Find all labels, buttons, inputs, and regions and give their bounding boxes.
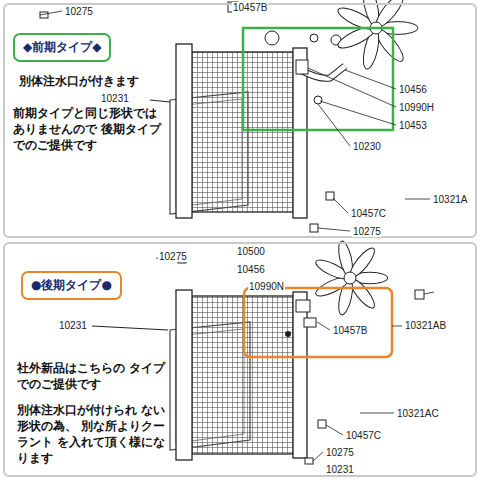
illustration-part: [310, 34, 318, 42]
callout-number: 10990N: [248, 281, 285, 292]
illustration-part: [345, 70, 396, 89]
illustration-part: [265, 31, 279, 45]
illustration-part: [293, 292, 307, 458]
note-text: 別体注水口が付きます: [19, 73, 169, 89]
illustration-part: [296, 300, 310, 312]
illustration-part: [344, 272, 356, 284]
illustration-part: [333, 198, 348, 213]
illustration-part: [415, 290, 424, 299]
illustration-part: [176, 44, 192, 218]
callout-number: 10457C: [350, 208, 387, 219]
callout-number: 10457B: [232, 2, 268, 13]
illustration-part: [326, 425, 343, 435]
type-tag: ●後期タイプ●: [21, 271, 122, 300]
type-panel: 社外新品はこちらの タイプでのご提供です別体注水口が付けられ ない形状の為、 別…: [3, 242, 477, 477]
note-text: 社外新品はこちらの タイプでのご提供です: [17, 360, 169, 392]
illustration-part: [313, 240, 387, 316]
callout-number: 10231: [100, 93, 130, 104]
illustration-part: [40, 11, 62, 15]
callout-number: 10231: [325, 464, 355, 475]
illustration-part: [335, 0, 418, 70]
note-text: 前期タイプと同じ形状では ありませんので 後期タイプでのご提供です: [13, 105, 165, 153]
callout-number: 10453: [398, 120, 428, 131]
type-tag: ◆前期タイプ◆: [13, 33, 111, 62]
callout-number: 10275: [158, 251, 188, 262]
illustration-part: [392, 326, 402, 327]
illustration-part: [424, 292, 434, 294]
callout-number: 10275: [64, 6, 94, 17]
highlight-box: [243, 28, 393, 130]
illustration-part: [176, 290, 192, 460]
callout-number: 10321A: [432, 194, 468, 205]
illustration-part: [285, 331, 291, 337]
illustration-part: [92, 326, 168, 330]
callout-number: 10275: [352, 226, 382, 237]
callout-number: 10321AC: [396, 408, 440, 419]
illustration-part: [318, 104, 350, 146]
callout-number: 10457C: [345, 430, 382, 441]
illustration-part: [310, 224, 318, 232]
illustration-part: [318, 228, 350, 231]
illustration-part: [313, 452, 323, 461]
callout-number: 10990H: [398, 102, 435, 113]
illustration-part: [293, 48, 307, 218]
callout-number: 10231: [58, 320, 88, 331]
callout-number: 10321AB: [404, 320, 447, 331]
illustration-part: [360, 413, 394, 414]
callout-number: 10456: [398, 84, 428, 95]
illustration-part: [326, 192, 334, 200]
callout-number: 10275: [325, 447, 355, 458]
illustration-part: [314, 96, 322, 104]
highlight-box: [244, 288, 392, 357]
illustration-part: [305, 458, 313, 464]
type-label: ◆前期タイプ◆: [23, 40, 101, 54]
illustration-part: [150, 100, 170, 102]
illustration-part: [318, 420, 326, 428]
callout-number: 10230: [352, 141, 382, 152]
illustration-part: [190, 296, 295, 454]
illustration-part: [317, 322, 330, 330]
note-text: 別体注水口が付けられ ない形状の為、 別な所よりクーラント を入れて頂く様になり…: [17, 402, 169, 466]
callout-number: 10500: [236, 246, 266, 257]
type-label: ●後期タイプ●: [31, 278, 112, 292]
callout-number: 10456: [236, 264, 266, 275]
illustration-part: [405, 199, 430, 200]
illustration-part: [296, 60, 308, 74]
illustration-part: [304, 318, 316, 327]
callout-number: 10457B: [332, 325, 368, 336]
